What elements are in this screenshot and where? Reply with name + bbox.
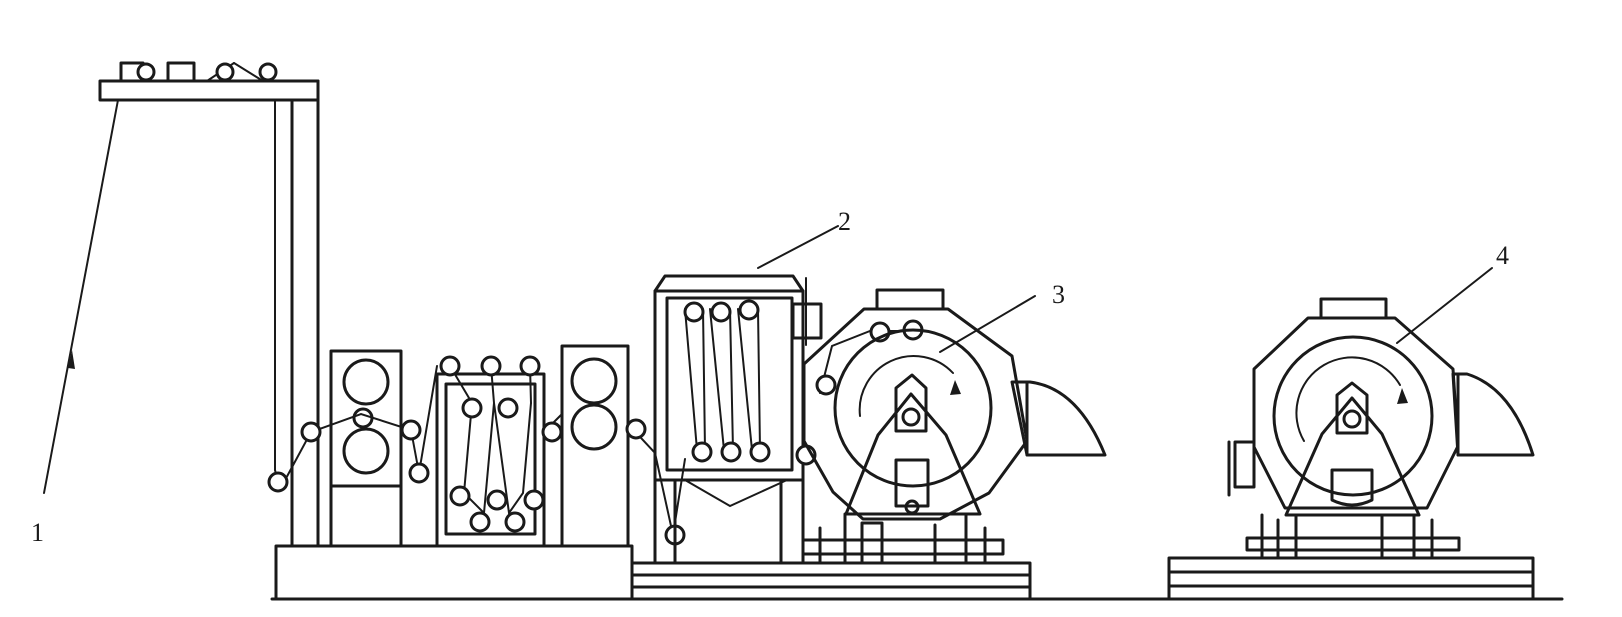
leader-line-2 xyxy=(757,225,839,269)
overhead-guide-frame xyxy=(98,61,320,548)
winding-machine-1 xyxy=(801,288,1107,565)
tower-unit xyxy=(653,274,823,565)
base-rails-right xyxy=(1167,556,1535,601)
callout-3: 3 xyxy=(1052,280,1065,309)
roll-stand-2 xyxy=(560,344,630,548)
roll-stand-1 xyxy=(329,349,403,548)
leader-line-4 xyxy=(1396,267,1493,344)
callout-1: 1 xyxy=(31,518,44,547)
drafting-box xyxy=(435,355,546,548)
base-rails-middle xyxy=(630,561,1032,601)
winding-machine-2 xyxy=(1227,297,1535,560)
fiber-feed-line xyxy=(43,99,119,494)
leader-line-3 xyxy=(939,295,1036,353)
callout-4: 4 xyxy=(1496,241,1509,270)
base-platform-left xyxy=(274,544,634,601)
callout-2: 2 xyxy=(838,207,851,236)
